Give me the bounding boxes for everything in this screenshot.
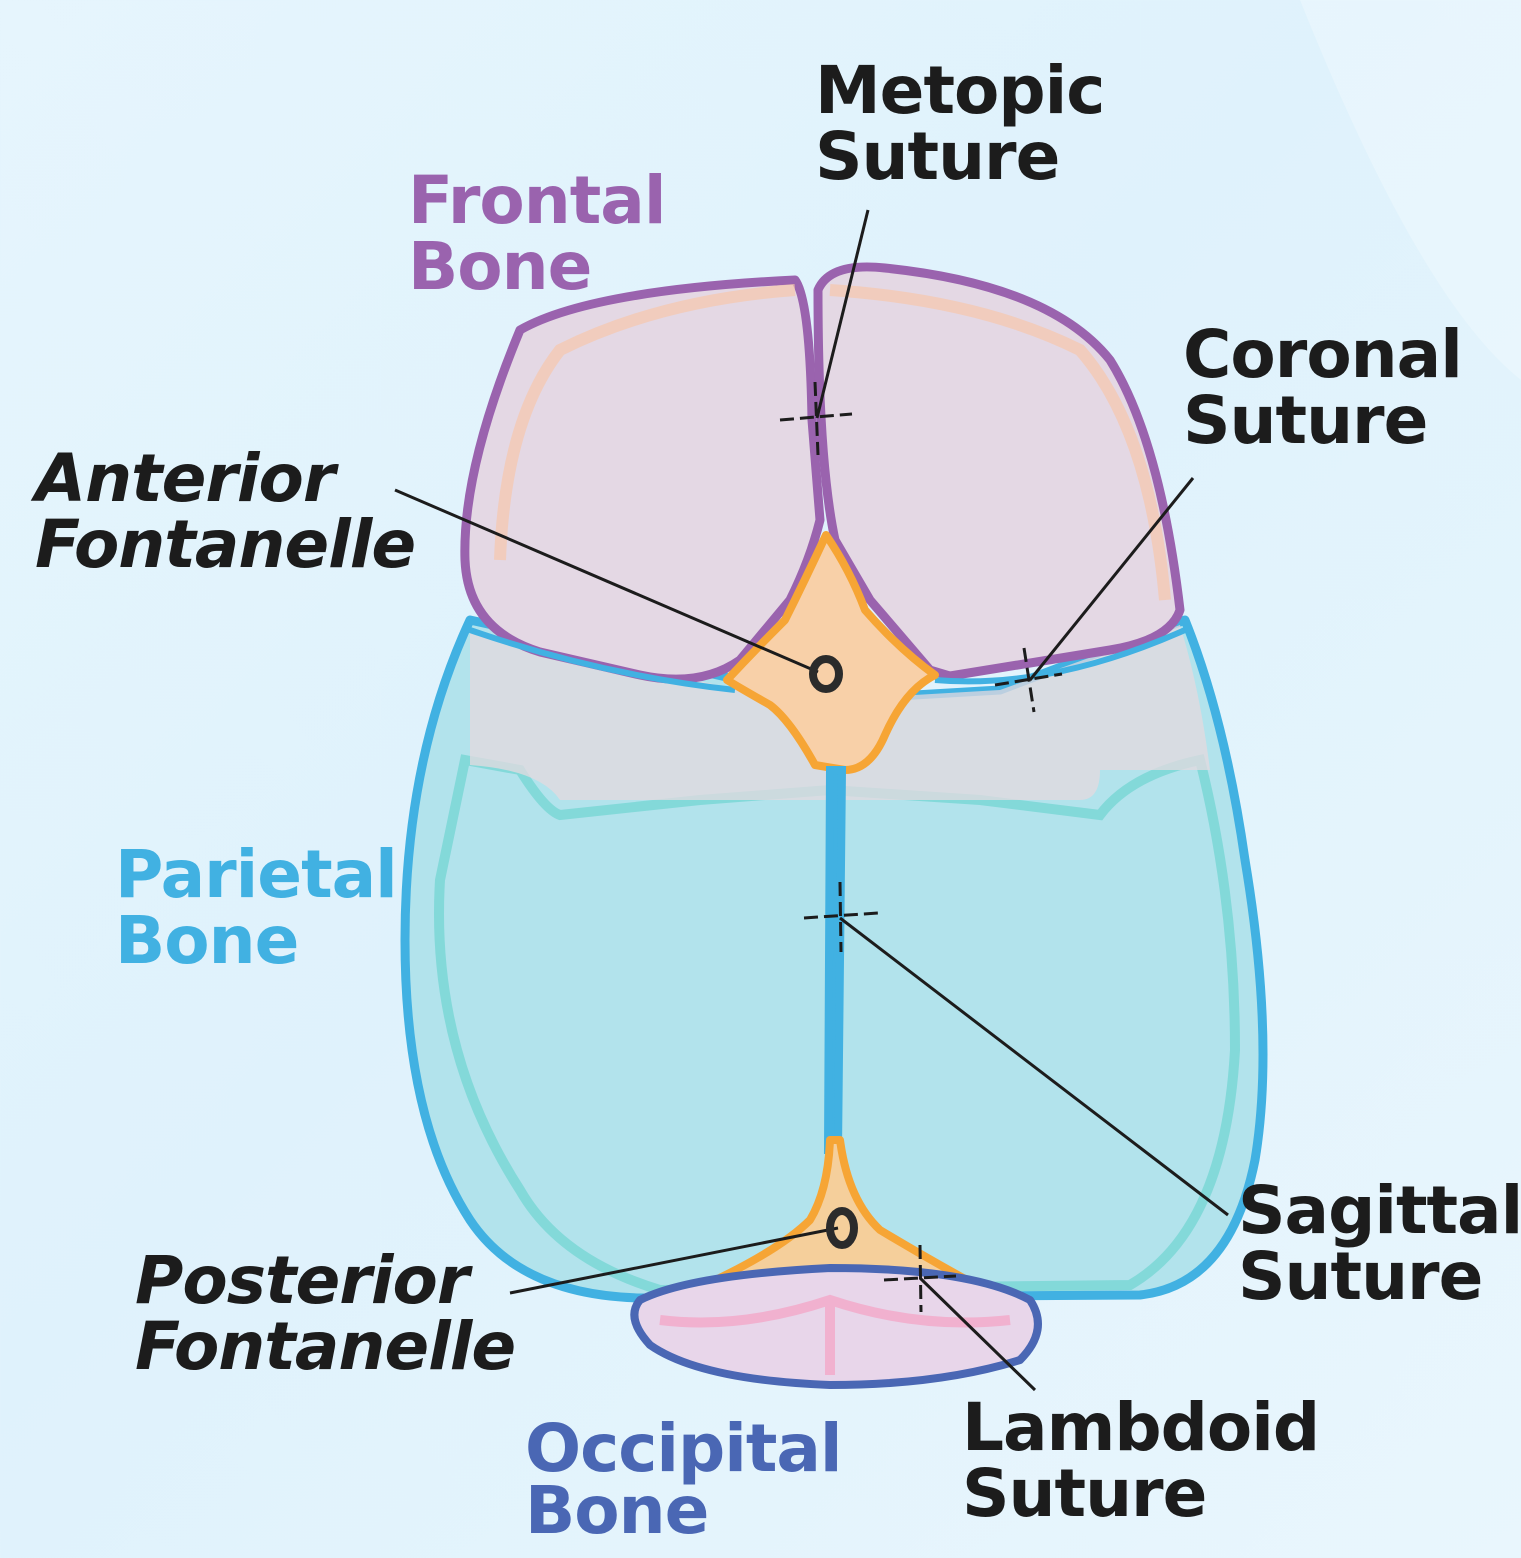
sagittal-suture-label: Sagittal Suture [1238, 1178, 1521, 1310]
metopic-suture-label-line1: Metopic [815, 58, 1104, 124]
anterior-fontanelle-label: Anterior Fontanelle [35, 446, 415, 578]
lambdoid-suture-label-line2: Suture [962, 1461, 1319, 1527]
metopic-suture-label-line2: Suture [815, 124, 1104, 190]
frontal-bone-label: Frontal Bone [408, 168, 665, 300]
sagittal-suture-label-line1: Sagittal [1238, 1178, 1521, 1244]
anterior-fontanelle-label-line2: Fontanelle [35, 512, 415, 578]
posterior-fontanelle-label: Posterior Fontanelle [135, 1248, 515, 1380]
lambdoid-suture-label-line1: Lambdoid [962, 1395, 1319, 1461]
frontal-bone-label-line2: Bone [408, 234, 665, 300]
parietal-bone-label-line2: Bone [115, 908, 397, 974]
occipital-bone-label: Occipital Bone [525, 1418, 842, 1542]
metopic-suture-label: Metopic Suture [815, 58, 1104, 190]
frontal-bone-left [465, 280, 820, 679]
parietal-bone-label-line1: Parietal [115, 842, 397, 908]
sagittal-suture-label-line2: Suture [1238, 1244, 1521, 1310]
coronal-suture-label-line2: Suture [1183, 388, 1462, 454]
posterior-fontanelle-label-line2: Fontanelle [135, 1314, 515, 1380]
occipital-bone-label-line2: Bone [525, 1480, 842, 1542]
occipital-bone-label-line1: Occipital [525, 1418, 842, 1480]
parietal-bone-label: Parietal Bone [115, 842, 397, 974]
posterior-fontanelle-label-line1: Posterior [135, 1248, 515, 1314]
lambdoid-suture-label: Lambdoid Suture [962, 1395, 1319, 1527]
coronal-suture-label-line1: Coronal [1183, 322, 1462, 388]
anterior-fontanelle-label-line1: Anterior [35, 446, 415, 512]
sagittal-suture-line [828, 770, 842, 1150]
frontal-bone-label-line1: Frontal [408, 168, 665, 234]
coronal-suture-label: Coronal Suture [1183, 322, 1462, 454]
